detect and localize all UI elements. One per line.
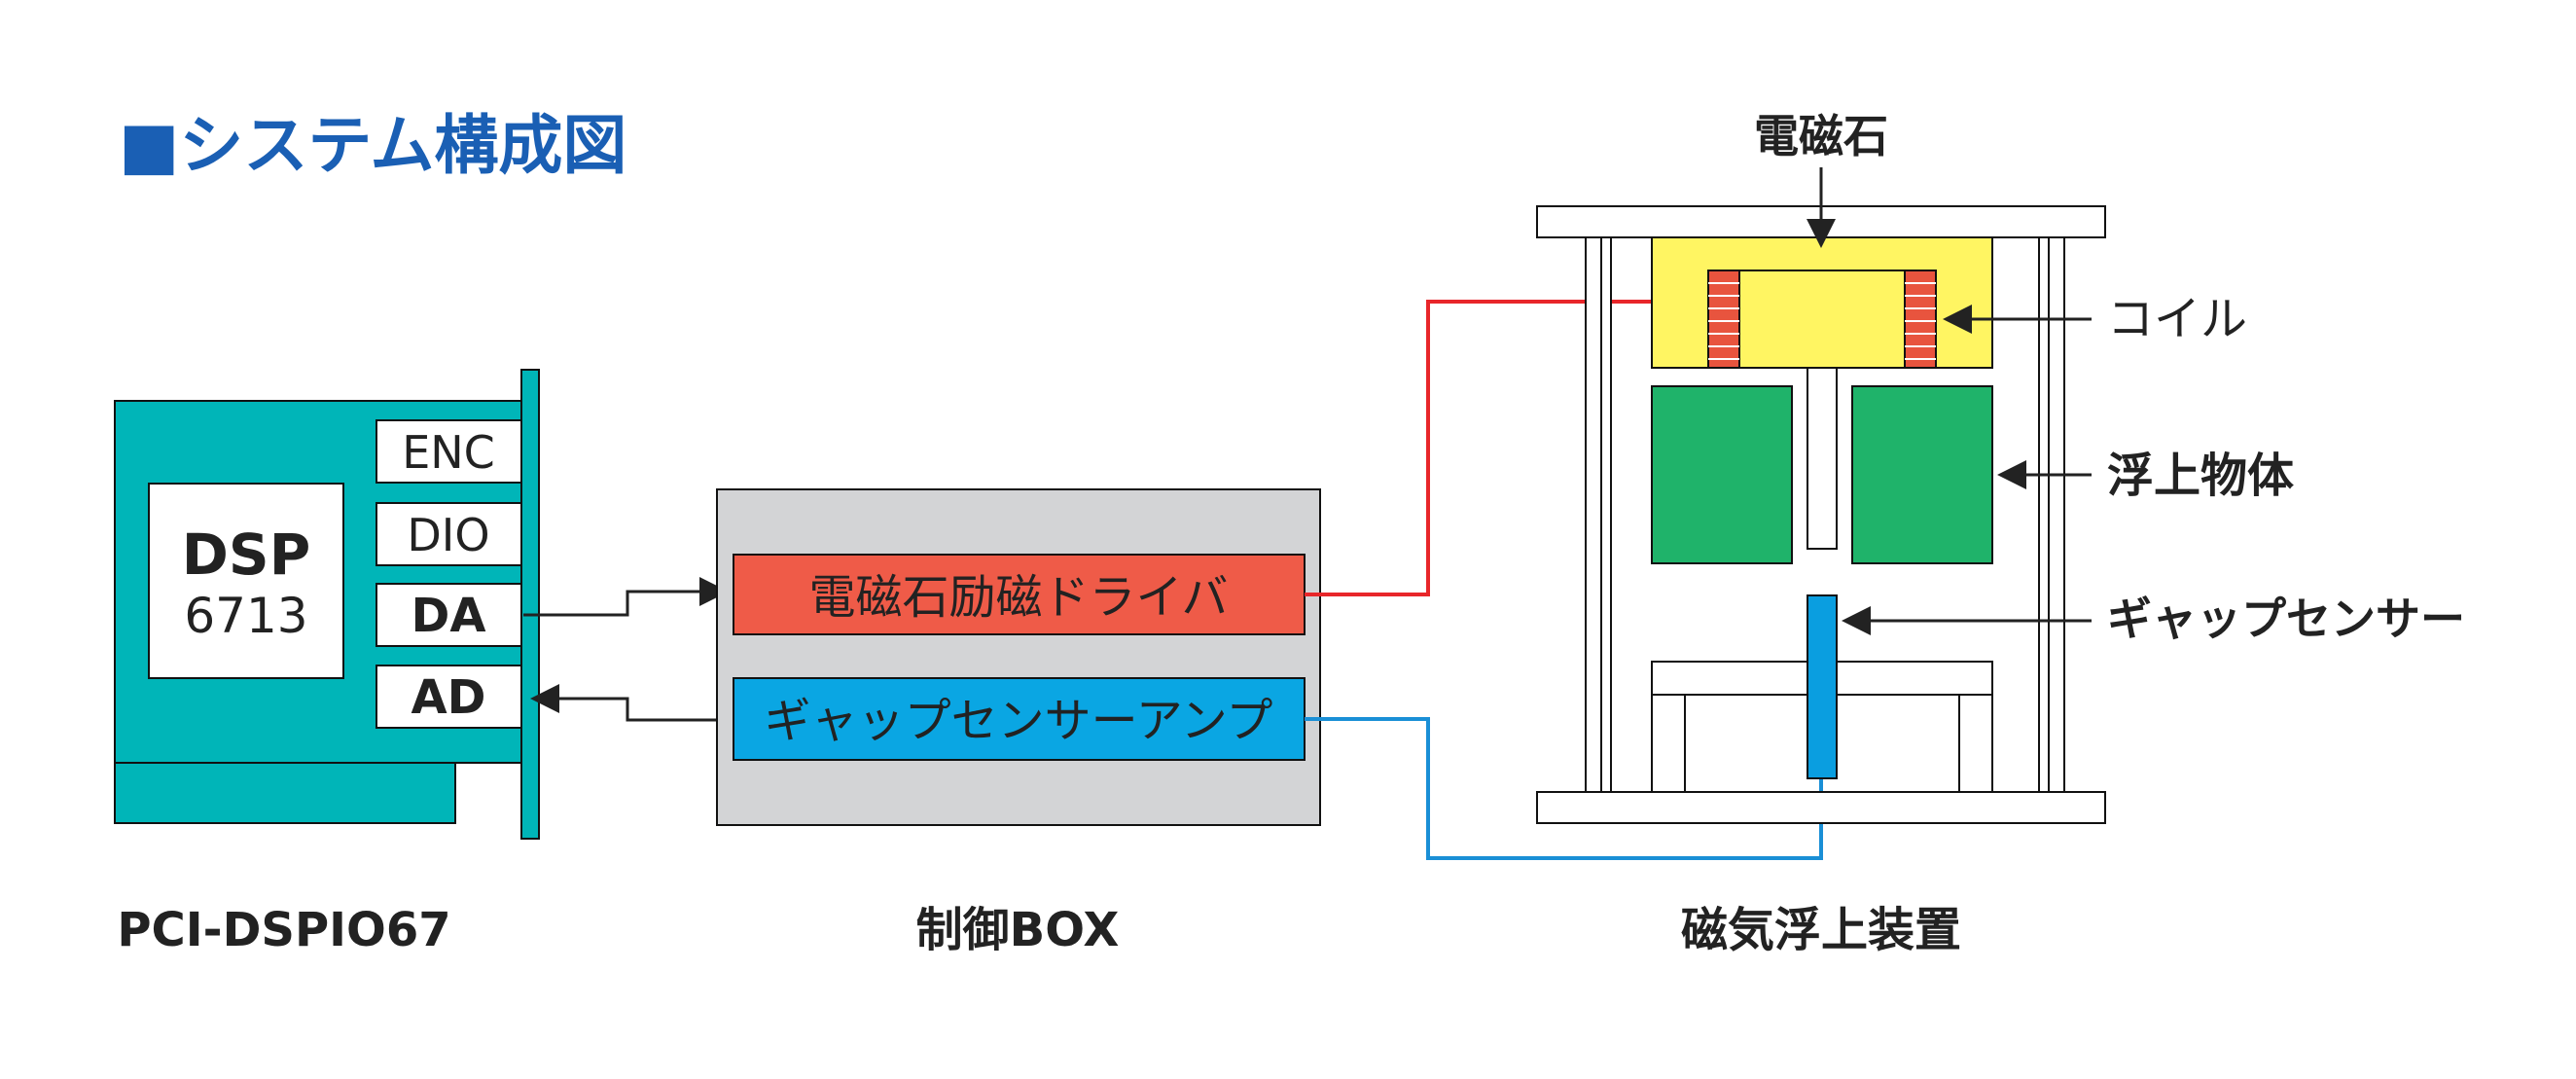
driver-block <box>733 554 1306 635</box>
board-edge-connector <box>114 762 456 824</box>
floating-object-right <box>1851 385 1993 564</box>
electromagnet-label: 電磁石 <box>1754 110 1888 162</box>
magnet-core <box>1738 270 1906 369</box>
amp-label: ギャップセンサーアンプ <box>765 694 1273 748</box>
slot-dio-label: DIO <box>407 509 489 561</box>
right-post-outer <box>2048 236 2065 793</box>
control-box-body <box>716 488 1321 826</box>
left-post-outer <box>1585 236 1602 793</box>
dsp-chip-number: 6713 <box>184 588 307 644</box>
dsp-chip-name: DSP <box>182 522 310 588</box>
slot-ad-label: AD <box>411 670 486 725</box>
slot-enc <box>376 419 522 484</box>
center-shaft <box>1807 367 1838 550</box>
floating-object-left <box>1651 385 1793 564</box>
slot-dio <box>376 502 522 566</box>
base-stand-right-leg <box>1958 694 1993 793</box>
dsp-board: DSP 6713 ENC DIO DA AD <box>114 369 540 840</box>
slot-da-label: DA <box>411 589 486 643</box>
board-bracket <box>520 369 540 840</box>
slot-ad <box>376 665 522 729</box>
driver-label: 電磁石励磁ドライバ <box>808 570 1228 625</box>
coil-label: コイル <box>2107 292 2247 346</box>
dsp-chip <box>148 483 344 679</box>
coil-left <box>1707 270 1740 369</box>
driver-wire <box>1305 300 1652 596</box>
slot-enc-label: ENC <box>402 426 495 479</box>
left-post-inner <box>1600 236 1612 793</box>
control-box-caption: 制御BOX <box>916 903 1120 957</box>
base-stand-left-leg <box>1651 694 1686 793</box>
bottom-plate <box>1536 791 2106 824</box>
floating-object-label: 浮上物体 <box>2107 449 2294 503</box>
amp-block <box>733 677 1306 761</box>
page-title: ■システム構成図 <box>119 108 626 183</box>
levitation-device-caption: 磁気浮上装置 <box>1681 903 1961 957</box>
gap-sensor-label: ギャップセンサー <box>2107 593 2465 645</box>
sensor-wire <box>1305 717 1823 860</box>
control-box: 電磁石励磁ドライバ ギャップセンサーアンプ <box>716 488 1321 826</box>
gap-sensor <box>1807 594 1838 779</box>
slot-da <box>376 583 522 647</box>
da-to-driver-line <box>523 577 729 617</box>
levitation-device <box>1536 205 2106 824</box>
amp-to-ad-line <box>530 684 733 722</box>
dsp-board-caption: PCI-DSPIO67 <box>117 903 450 957</box>
coil-right <box>1904 270 1937 369</box>
